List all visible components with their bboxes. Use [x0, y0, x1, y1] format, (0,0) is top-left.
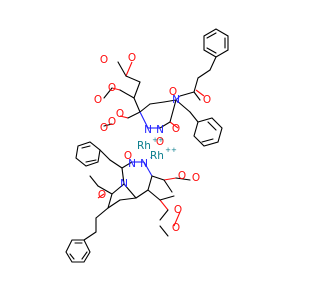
atom-n-4: N — [128, 158, 136, 170]
atom-o-11: O — [156, 136, 164, 148]
lower-left-phenyl — [75, 141, 123, 169]
lower-phenyl-ring — [65, 239, 91, 263]
atom-o-13: O — [178, 170, 186, 182]
atom-o-5: O — [108, 116, 116, 128]
upper-side-chain — [175, 56, 217, 101]
atom-o-1: O — [128, 52, 136, 64]
atom-o-12: O — [124, 150, 132, 162]
lower-left-chain — [89, 175, 137, 209]
atom-n-1: N — [172, 94, 180, 106]
upper-phenyl-ring — [203, 28, 229, 58]
lower-ester-groups — [147, 175, 191, 237]
charge-minus: - — [150, 154, 153, 162]
rhodium-charge-2: ++ — [165, 146, 177, 154]
atom-o-4: O — [94, 94, 102, 106]
molecule-diagram: O O O O O O O O O O O O O O O O O N N N … — [65, 28, 229, 263]
atom-o-6: O — [116, 108, 124, 120]
atom-o-15: O — [98, 189, 106, 201]
atom-o-3: O — [108, 82, 116, 94]
atom-o-10: O — [172, 123, 180, 135]
atom-o-2: O — [100, 54, 108, 66]
atom-n-3: N — [156, 124, 164, 136]
atom-n-5: N — [140, 158, 148, 170]
atom-n-6: N — [120, 178, 128, 190]
upper-right-phenyl — [175, 99, 223, 147]
atom-o-8: O — [169, 86, 177, 98]
atom-o-14: O — [192, 172, 200, 184]
atom-labels: O O O O O O O O O O O O O O O O O N N N … — [94, 52, 211, 234]
rhodium-atom-1: Rh — [137, 140, 151, 152]
structure-canvas: O O O O O O O O O O O O O O O O O N N N … — [65, 28, 229, 263]
upper-core-ring — [139, 99, 179, 129]
atom-o-9: O — [203, 94, 211, 106]
lower-side-chain — [83, 183, 125, 241]
atom-o-16: O — [174, 204, 182, 216]
atom-o-7: O — [100, 122, 108, 134]
atom-n-2: N — [144, 124, 152, 136]
upper-ester-groups — [103, 61, 141, 127]
rhodium-charge-1: ++ — [152, 136, 164, 144]
rhodium-atom-2: Rh — [150, 150, 164, 162]
atom-o-17: O — [172, 222, 180, 234]
lower-core-ring — [121, 161, 153, 199]
